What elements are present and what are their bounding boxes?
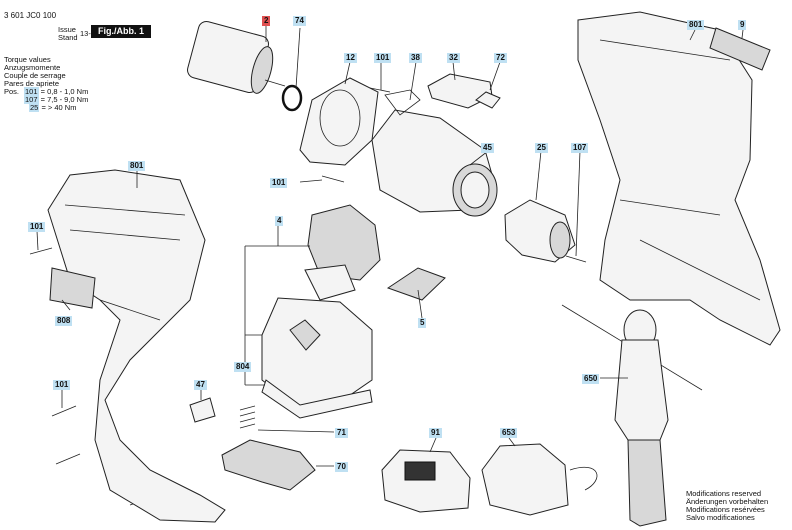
torque-title-en: Torque values <box>4 55 51 64</box>
footer-note-fr: Modifications resérvées <box>686 505 765 514</box>
callout-71: 71 <box>335 428 348 438</box>
leader-lines <box>36 26 744 467</box>
callout-70: 70 <box>335 462 348 472</box>
callout-2: 2 <box>262 16 271 26</box>
battery-part <box>381 449 471 513</box>
motor-part <box>187 20 286 94</box>
footer-note-es: Salvo modificationes <box>686 513 755 522</box>
callout-38: 38 <box>409 53 422 63</box>
figure-label: Fig./Abb. 1 <box>91 25 151 38</box>
torque-title-de: Anzugsmomente <box>4 63 61 72</box>
callout-107: 107 <box>571 143 589 153</box>
auxiliary-handle-part <box>561 304 703 527</box>
torque-title-es: Pares de apriete <box>4 79 60 88</box>
torque-pos: 101 <box>24 87 39 96</box>
torque-row: 101 = 0,8 - 1,0 Nm <box>24 87 89 96</box>
electronics-module-part <box>261 297 373 419</box>
callout-101-bottom: 101 <box>53 380 71 390</box>
callout-101-top: 101 <box>374 53 392 63</box>
callout-5: 5 <box>418 318 427 328</box>
label-plate-part <box>709 27 771 71</box>
torque-value: = > 40 Nm <box>41 103 77 112</box>
callout-808: 808 <box>55 316 73 326</box>
motor-bracket-part <box>299 77 379 166</box>
left-housing-part <box>47 169 226 523</box>
callout-45: 45 <box>481 143 494 153</box>
torque-pos: 25 <box>29 103 40 112</box>
torque-row: 107 = 7,5 - 9,0 Nm <box>24 95 89 104</box>
callout-801-left: 801 <box>128 161 146 171</box>
callout-32: 32 <box>447 53 460 63</box>
callout-47: 47 <box>194 380 207 390</box>
torque-row: 25 = > 40 Nm <box>29 103 77 112</box>
part-number: 3 601 JC0 100 <box>4 11 57 20</box>
torque-value: = 0,8 - 1,0 Nm <box>40 87 89 96</box>
callout-101-mid: 101 <box>270 178 288 188</box>
spring-part <box>239 405 256 429</box>
gearbox-part <box>371 89 498 217</box>
callout-101-left: 101 <box>28 222 46 232</box>
callout-91: 91 <box>429 428 442 438</box>
torque-pos: 107 <box>24 95 39 104</box>
callout-650: 650 <box>582 374 600 384</box>
callout-4: 4 <box>275 216 284 226</box>
callout-25: 25 <box>535 143 548 153</box>
right-housing-part <box>577 11 781 346</box>
brush-holder-part <box>386 267 446 301</box>
footer-note-de: Änderungen vorbehalten <box>686 497 769 506</box>
footer-note-en: Modifications reserved <box>686 489 762 498</box>
switch-part <box>304 204 381 301</box>
stand-label: Stand <box>58 33 78 42</box>
charger-part <box>481 443 598 516</box>
callout-653: 653 <box>500 428 518 438</box>
callout-74: 74 <box>293 16 306 26</box>
callout-804: 804 <box>234 362 252 372</box>
torque-value: = 7,5 - 9,0 Nm <box>40 95 89 104</box>
torque-pos-label: Pos. <box>4 87 20 96</box>
nameplate-part <box>49 267 96 309</box>
callout-12: 12 <box>344 53 357 63</box>
slider-part <box>475 91 501 109</box>
callout-9: 9 <box>738 20 747 30</box>
issue-label: Issue <box>58 25 76 34</box>
battery-latch-part <box>221 439 316 491</box>
torque-title-fr: Couple de serrage <box>4 71 66 80</box>
clip-part <box>189 397 216 423</box>
callout-72: 72 <box>494 53 507 63</box>
callout-801-right: 801 <box>687 20 705 30</box>
chuck-part <box>504 199 576 263</box>
o-ring-part <box>281 84 303 112</box>
